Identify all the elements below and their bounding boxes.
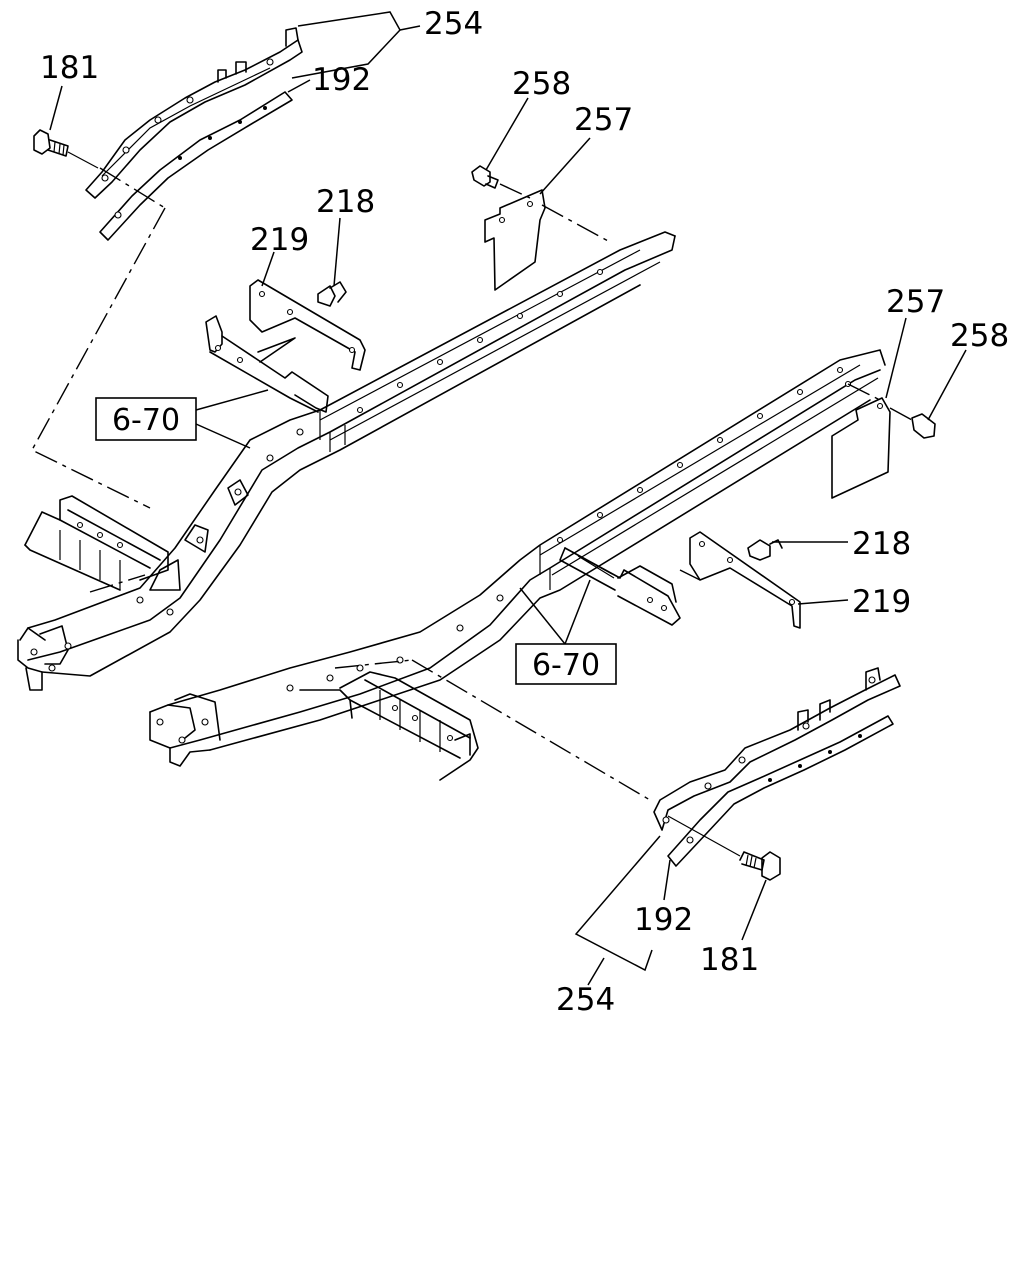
right-plate-257 [831, 380, 891, 499]
bolt-181-icon [33, 129, 69, 157]
top-mid-plate-257 [484, 189, 546, 291]
left-rail-holes [30, 268, 604, 672]
left-frame-rail [17, 231, 676, 691]
right-crossmember [299, 671, 479, 781]
right-rail-holes [286, 366, 844, 692]
assembly-centerlines [31, 167, 651, 801]
top-mid-bolt-258-icon [471, 165, 499, 189]
ref-box-left[interactable]: 6-70 [95, 397, 197, 441]
bottom-bolt-181-icon [739, 851, 781, 881]
callout-257-top-mid: 257 [574, 102, 633, 138]
callout-181-bottom: 181 [700, 942, 759, 978]
callout-258-top-mid: 258 [512, 66, 571, 102]
top-mid-clip-218-icon [317, 281, 347, 307]
callout-218-right: 218 [852, 526, 911, 562]
right-clip-218-icon [747, 539, 783, 561]
top-left-strip-192 [99, 91, 293, 241]
ref-box-center-label: 6-70 [532, 648, 600, 683]
ref-box-center[interactable]: 6-70 [515, 643, 617, 685]
callout-219-top-mid: 219 [250, 222, 309, 258]
top-mid-bracket-219 [249, 279, 366, 371]
left-crossmember [24, 495, 169, 591]
top-mid-mount [205, 315, 329, 413]
callout-192-bottom: 192 [634, 902, 693, 938]
callout-254-bottom: 254 [556, 982, 615, 1018]
callout-218-top-mid: 218 [316, 184, 375, 220]
right-bolt-258-icon [911, 413, 936, 439]
callout-181-top-left: 181 [40, 50, 99, 86]
callout-192-top-left: 192 [312, 62, 371, 98]
top-left-bracket-254 [85, 27, 303, 199]
bottom-right-bracket-254 [653, 667, 901, 831]
right-frame-rail [149, 349, 886, 767]
callout-254-top-left: 254 [424, 6, 483, 42]
callout-257-right: 257 [886, 284, 945, 320]
right-mount [559, 547, 681, 626]
callout-labels: 181 192 254 258 257 218 219 257 258 218 … [40, 6, 1009, 1018]
callout-219-right: 219 [852, 584, 911, 620]
callout-258-right: 258 [950, 318, 1009, 354]
ref-box-left-label: 6-70 [112, 403, 180, 438]
right-bracket-219 [689, 531, 801, 629]
bottom-right-strip-192 [667, 715, 894, 867]
leader-lines [49, 11, 967, 986]
